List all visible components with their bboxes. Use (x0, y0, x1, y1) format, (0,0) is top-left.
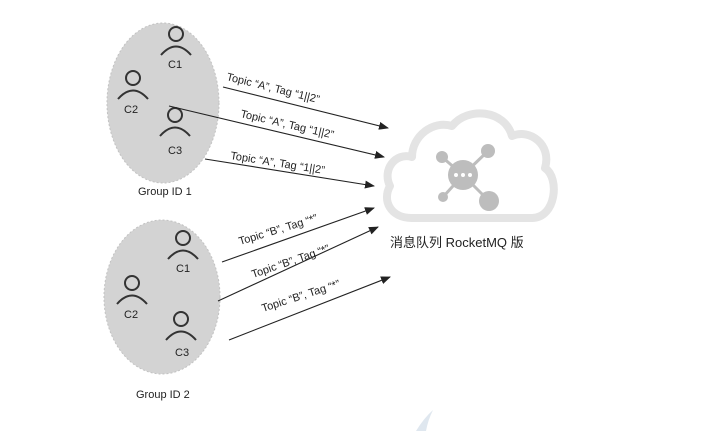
group-1-consumer-c1: C1 (168, 59, 182, 71)
group-1-ellipse (106, 22, 220, 184)
group-2-consumer-c1: C1 (176, 263, 190, 275)
arrow-6 (228, 276, 391, 341)
group-1-consumer-c2: C2 (124, 104, 138, 116)
rocketmq-cloud: 消息队列 RocketMQ 版 (383, 109, 558, 250)
subscription-label-6: Topic “B”, Tag “*” (260, 278, 342, 315)
rocketmq-service-label: 消息队列 RocketMQ 版 (390, 235, 524, 250)
decorative-mark (416, 410, 433, 431)
arrow-5 (217, 226, 379, 302)
arrow-3 (204, 158, 375, 189)
arrow-2 (168, 105, 385, 159)
consumer-icon (167, 230, 199, 260)
group-2-label: Group ID 2 (136, 389, 190, 401)
subscription-label-1: Topic “A”, Tag “1||2” (225, 71, 321, 106)
cloud-hub-icon (436, 144, 499, 211)
arrow-4 (221, 207, 375, 263)
consumer-icon (165, 311, 197, 341)
group-2-consumer-c2: C2 (124, 309, 138, 321)
consumer-icon (116, 275, 148, 305)
group-1-label: Group ID 1 (138, 186, 192, 198)
arrow-1 (222, 86, 389, 130)
group-2-consumer-c3: C3 (175, 347, 189, 359)
subscription-labels: Topic “A”, Tag “1||2” Topic “A”, Tag “1|… (225, 71, 342, 315)
subscription-arrows (168, 86, 391, 341)
consumer-icon (159, 107, 191, 137)
group-2: C1 C2 C3 Group ID 2 (103, 219, 221, 401)
consumer-icon (117, 70, 149, 100)
subscription-label-2: Topic “A”, Tag “1||2” (239, 108, 335, 141)
group-2-ellipse (103, 219, 221, 375)
consumer-icon (160, 26, 192, 56)
subscription-label-3: Topic “A”, Tag “1||2” (230, 150, 326, 177)
group-1-consumer-c3: C3 (168, 145, 182, 157)
group-1: C1 C2 C3 Group ID 1 (106, 22, 220, 198)
subscription-label-5: Topic “B”, Tag “*” (250, 243, 331, 281)
